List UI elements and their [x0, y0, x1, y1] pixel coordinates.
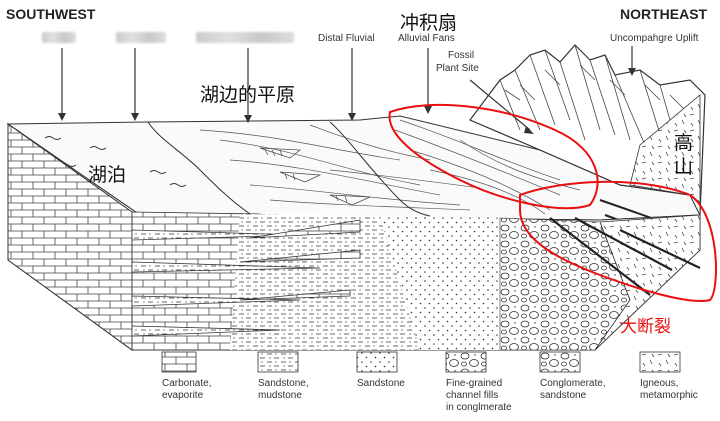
red-annotation-circles	[388, 103, 717, 302]
blurred-label	[116, 32, 166, 43]
major-fault-cn: 大断裂	[620, 317, 671, 337]
legend-item: Sandstone	[357, 378, 405, 389]
fossil-label-line2: Plant Site	[436, 63, 479, 74]
fossil-label-line1: Fossil	[448, 50, 475, 61]
distal-fluvial-label: Distal Fluvial	[318, 33, 375, 44]
legend-item: Conglomerate,sandstone	[540, 378, 606, 401]
legend-item: Sandstone,mudstone	[258, 378, 309, 401]
blurred-label	[42, 32, 76, 43]
northeast-label: NORTHEAST	[620, 6, 708, 22]
blurred-label	[196, 32, 294, 43]
southwest-label: SOUTHWEST	[6, 6, 96, 22]
legend-swatches	[161, 351, 681, 373]
alluvial-fan-cn: 冲积扇	[400, 12, 458, 34]
lakeside-plain-cn: 湖边的平原	[200, 84, 296, 106]
legend-item: Igneous,metamorphic	[640, 378, 698, 401]
legend-item: Carbonate,evaporite	[162, 378, 212, 401]
uplift-label: Uncompahgre Uplift	[610, 33, 699, 44]
lake-cn: 湖泊	[88, 164, 127, 186]
alluvial-fans-label: Alluvial Fans	[398, 33, 455, 44]
mountain-cn-1: 高	[674, 132, 694, 154]
mountain-cn-2: 山	[674, 156, 694, 178]
